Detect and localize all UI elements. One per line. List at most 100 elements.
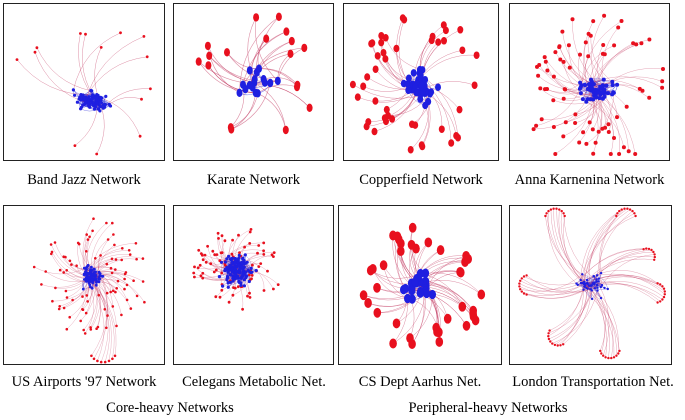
network-panel-cs-aarhus — [338, 205, 502, 365]
peripheral-node — [653, 255, 656, 259]
peripheral-node — [587, 120, 592, 125]
peripheral-node — [105, 326, 108, 330]
core-node — [78, 95, 82, 99]
peripheral-node — [519, 288, 522, 291]
core-node — [597, 277, 601, 280]
peripheral-node — [389, 338, 397, 349]
peripheral-node — [368, 39, 375, 48]
core-node — [419, 88, 426, 96]
peripheral-node — [385, 111, 391, 120]
peripheral-node — [581, 130, 586, 135]
peripheral-node — [586, 54, 591, 59]
peripheral-node — [58, 268, 62, 272]
core-node — [249, 266, 253, 270]
core-node — [242, 284, 246, 288]
core-node — [94, 283, 98, 287]
peripheral-node — [599, 349, 602, 353]
peripheral-node — [560, 209, 563, 213]
peripheral-node — [563, 120, 568, 125]
peripheral-node — [294, 80, 301, 90]
core-node — [95, 279, 98, 283]
peripheral-node — [379, 260, 388, 271]
core-node — [246, 268, 250, 272]
nodes — [195, 12, 313, 135]
peripheral-node — [64, 289, 68, 293]
peripheral-node — [115, 287, 118, 290]
peripheral-node — [110, 257, 114, 261]
core-node — [611, 90, 616, 95]
edges — [16, 32, 151, 155]
peripheral-node — [456, 105, 463, 114]
core-node — [405, 74, 412, 82]
peripheral-node — [85, 250, 88, 253]
core-node — [411, 277, 419, 287]
peripheral-node — [205, 61, 212, 70]
core-node — [219, 260, 224, 264]
peripheral-node — [143, 300, 146, 304]
core-node — [228, 273, 232, 277]
core-node — [88, 272, 92, 276]
peripheral-node — [86, 238, 90, 241]
peripheral-node — [92, 217, 95, 220]
peripheral-node — [109, 290, 112, 294]
peripheral-node — [111, 357, 114, 361]
peripheral-node — [214, 295, 218, 299]
peripheral-node — [68, 315, 71, 319]
peripheral-node — [424, 237, 433, 248]
peripheral-node — [373, 307, 382, 318]
peripheral-node — [94, 257, 97, 260]
peripheral-node — [553, 343, 557, 347]
peripheral-node — [600, 352, 603, 355]
peripheral-node — [372, 97, 379, 105]
peripheral-node — [128, 253, 132, 256]
peripheral-node — [85, 233, 88, 236]
peripheral-node — [262, 253, 266, 256]
peripheral-node — [522, 292, 526, 295]
peripheral-node — [661, 285, 664, 288]
peripheral-node — [547, 332, 550, 335]
peripheral-node — [608, 152, 613, 156]
peripheral-node — [573, 112, 578, 117]
peripheral-node — [382, 55, 389, 63]
peripheral-node — [633, 152, 638, 156]
caption-cs-aarhus: CS Dept Aarhus Net. — [358, 374, 482, 390]
peripheral-node — [596, 129, 601, 134]
peripheral-node — [81, 308, 85, 311]
peripheral-node — [612, 356, 616, 359]
peripheral-node — [633, 212, 636, 215]
caption-celegans: Celegans Metabolic Net. — [182, 374, 326, 390]
peripheral-node — [393, 231, 402, 242]
peripheral-node — [247, 273, 251, 277]
core-node — [274, 76, 281, 86]
peripheral-node — [661, 298, 664, 301]
peripheral-node — [15, 58, 19, 61]
peripheral-node — [462, 320, 471, 331]
core-node — [108, 104, 113, 108]
core-node — [103, 105, 107, 109]
core-node — [240, 265, 244, 269]
peripheral-node — [560, 29, 565, 34]
peripheral-node — [82, 328, 85, 332]
core-node — [94, 98, 98, 102]
band-jazz-graph — [15, 31, 152, 156]
core-node — [576, 283, 579, 287]
core-node — [246, 66, 253, 75]
peripheral-node — [618, 209, 621, 213]
peripheral-node — [471, 315, 480, 326]
peripheral-node — [659, 300, 662, 303]
core-node — [596, 289, 599, 292]
network-panel-anna-karnenina — [509, 3, 670, 161]
core-node — [236, 88, 243, 98]
peripheral-node — [612, 136, 616, 140]
peripheral-node — [204, 41, 211, 51]
peripheral-node — [617, 152, 622, 156]
peripheral-node — [140, 97, 143, 101]
peripheral-node — [551, 125, 556, 129]
peripheral-node — [378, 31, 385, 40]
core-node — [90, 275, 94, 279]
peripheral-node — [142, 35, 146, 38]
peripheral-node — [600, 126, 605, 131]
core-node — [601, 77, 606, 82]
group-label-peripheral-heavy: Peripheral-heavy Networks — [408, 400, 568, 416]
peripheral-node — [201, 258, 205, 262]
